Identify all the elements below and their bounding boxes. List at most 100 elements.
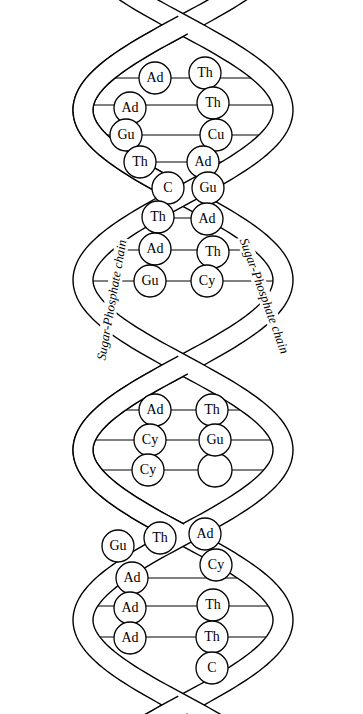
- circle-shape: [139, 62, 171, 94]
- base-circle: [198, 453, 232, 487]
- base-circle: Cy: [190, 264, 224, 298]
- ribbon-edge: [73, 356, 178, 542]
- base-circle: Th: [141, 200, 175, 234]
- base-name: Th: [197, 66, 213, 80]
- circle-shape: [152, 172, 184, 204]
- base-name: Ad: [198, 212, 215, 226]
- circle-shape: [139, 233, 171, 265]
- base-name: C: [163, 181, 172, 195]
- sugar-phosphate-ribbons: [73, 0, 293, 714]
- circle-shape: [134, 265, 166, 297]
- base-name: Th: [204, 630, 220, 644]
- circle-shape: [200, 549, 232, 581]
- hydrogen-bond-line: [90, 470, 276, 471]
- base-circle: Th: [195, 620, 229, 654]
- circle-shape: [196, 652, 228, 684]
- base-circle: C: [151, 171, 185, 205]
- chain-label: Sugar-Phosphate chain: [94, 237, 130, 364]
- circle-shape: [197, 589, 229, 621]
- circle-shape: [196, 621, 228, 653]
- base-circle: Ad: [190, 202, 224, 236]
- base-name: Gu: [109, 539, 126, 553]
- base-circle: Ad: [138, 393, 172, 427]
- base-name: Cy: [199, 274, 215, 288]
- ribbon-fill: [73, 356, 188, 542]
- circle-shape: [196, 394, 228, 426]
- circle-shape: [134, 424, 166, 456]
- base-name: Th: [205, 96, 221, 110]
- base-name: Gu: [141, 274, 158, 288]
- base-circle: Cy: [133, 423, 167, 457]
- base-name: Cy: [140, 463, 156, 477]
- circle-shape: [197, 236, 229, 268]
- base-name: Th: [132, 155, 148, 169]
- circle-shape: [144, 522, 176, 554]
- base-circle: Th: [195, 393, 229, 427]
- chain-label: Sugar-Phosphate chain: [236, 234, 293, 357]
- base-name: Cu: [208, 128, 224, 142]
- base-name: Cy: [142, 433, 158, 447]
- circle-shape: [114, 622, 146, 654]
- base-circle: Ad: [113, 591, 147, 625]
- ribbon-front-segment: [73, 356, 188, 542]
- sugar-phosphate-ribbon: [73, 0, 293, 714]
- circle-shape: [192, 172, 224, 204]
- base-circle: Gu: [101, 529, 135, 563]
- base-circle: Th: [196, 235, 230, 269]
- circle-shape: [139, 394, 171, 426]
- base-name: Th: [152, 531, 168, 545]
- circle-shape: [197, 87, 229, 119]
- hydrogen-bond-line: [83, 105, 282, 106]
- sugar-phosphate-ribbon: [73, 0, 293, 714]
- circle-shape: [189, 57, 221, 89]
- base-circle: Cy: [131, 453, 165, 487]
- hydrogen-bond-line: [85, 440, 282, 441]
- base-circle: Ad: [188, 517, 222, 551]
- base-circle: Cy: [199, 548, 233, 582]
- base-circle: Th: [196, 588, 230, 622]
- base-name: Ad: [146, 403, 163, 417]
- hydrogen-bond-line: [100, 78, 266, 79]
- base-name: Cy: [208, 558, 224, 572]
- base-name: Ad: [196, 527, 213, 541]
- base-name: Gu: [117, 128, 134, 142]
- circle-shape: [189, 518, 221, 550]
- base-name: Ad: [123, 571, 140, 585]
- base-name: Ad: [121, 631, 138, 645]
- base-name: Ad: [146, 242, 163, 256]
- base-circle: Gu: [133, 264, 167, 298]
- base-name: Ad: [121, 101, 138, 115]
- circle-shape: [199, 424, 231, 456]
- base-circle: Th: [196, 86, 230, 120]
- base-name: Th: [205, 598, 221, 612]
- base-name: C: [207, 661, 216, 675]
- base-name: Ad: [121, 601, 138, 615]
- circle-shape: [191, 265, 223, 297]
- circle-shape: [191, 203, 223, 235]
- base-circle: Gu: [198, 423, 232, 457]
- ribbon-fill: [73, 696, 188, 714]
- ribbon-front-segment: [73, 696, 188, 714]
- base-name: Ad: [194, 155, 211, 169]
- base-name: Ad: [146, 71, 163, 85]
- circle-shape: [102, 530, 134, 562]
- circle-shape: [116, 562, 148, 594]
- circle-shape: [124, 146, 156, 178]
- base-circle: Ad: [115, 561, 149, 595]
- base-name: Th: [205, 245, 221, 259]
- base-circle: Th: [123, 145, 157, 179]
- base-circle: Ad: [138, 232, 172, 266]
- base-name: Gu: [206, 433, 223, 447]
- circle-shape: [114, 592, 146, 624]
- hydrogen-bond-line: [109, 410, 257, 411]
- base-circle: Ad: [113, 621, 147, 655]
- base-circle: Th: [188, 56, 222, 90]
- base-circle: Ad: [138, 61, 172, 95]
- circle-shape: [142, 201, 174, 233]
- circle-shape: [132, 454, 164, 486]
- base-circle: C: [195, 651, 229, 685]
- base-name: Th: [204, 403, 220, 417]
